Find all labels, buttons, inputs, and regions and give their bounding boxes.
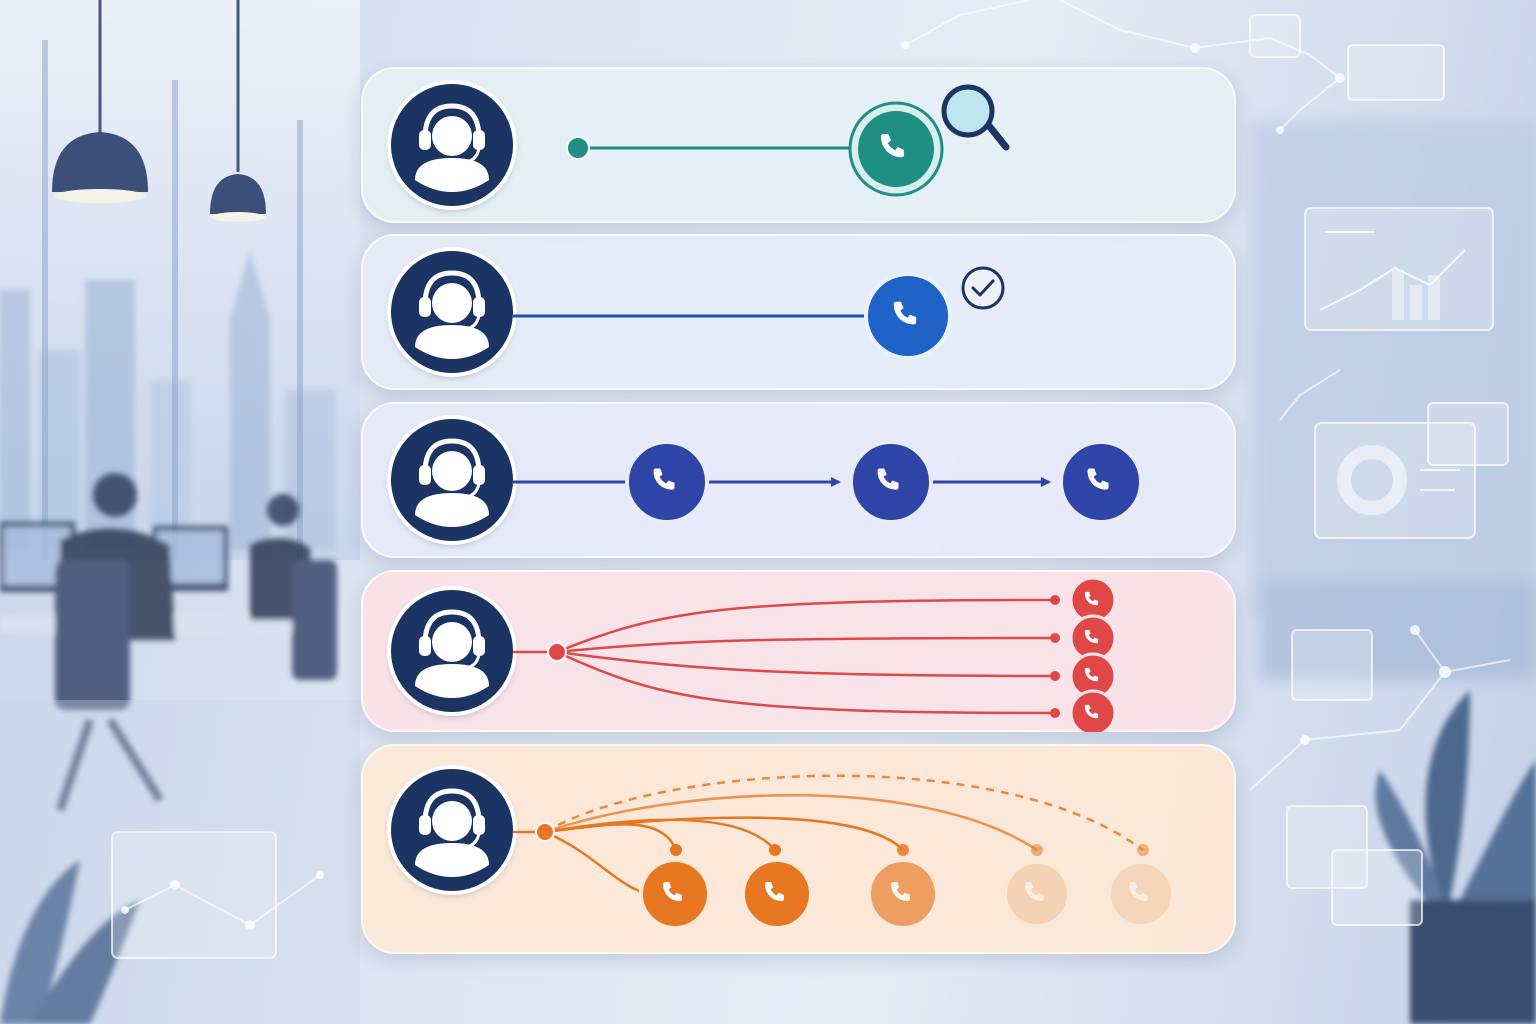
phone-icon [1069, 614, 1117, 662]
network-lines [124, 0, 1511, 927]
phone-icon [1069, 689, 1117, 732]
headset-agent-icon [415, 103, 489, 192]
agent-avatar [391, 590, 513, 712]
phone-icon [849, 440, 933, 524]
office-workers [0, 473, 337, 812]
ceiling-lamps [52, 0, 266, 222]
row-connections [513, 266, 1005, 360]
row-search-call [361, 67, 1236, 223]
row-connections [513, 440, 1143, 524]
plant [1375, 690, 1536, 1024]
fanout-lines [513, 598, 1056, 715]
phone-icon [864, 272, 952, 360]
headset-agent-icon [415, 438, 489, 527]
phone-icon [867, 858, 939, 930]
phone-icon [1059, 440, 1143, 524]
headset-agent-icon [415, 270, 489, 359]
agent-avatar [391, 769, 513, 891]
row-sequential-calls [361, 402, 1236, 558]
phone-icon [848, 101, 944, 197]
row-connections [513, 774, 1175, 930]
fanout-node [535, 822, 555, 842]
headset-agent-icon [415, 609, 489, 698]
fanout-node [547, 642, 567, 662]
row-predictive-calls [361, 744, 1236, 954]
phone-icon [1107, 860, 1175, 928]
row-connections [566, 84, 1010, 197]
headset-agent-icon [415, 788, 489, 877]
check-icon [961, 266, 1005, 310]
row-connections [513, 576, 1117, 732]
phone-icon [639, 858, 711, 930]
search-icon [941, 84, 1010, 151]
row-simultaneous-calls [361, 570, 1236, 732]
start-node [566, 136, 590, 160]
city-skyline [0, 250, 335, 550]
agent-avatar [391, 251, 513, 373]
phone-icon [1003, 860, 1071, 928]
agent-avatar [391, 84, 513, 206]
phone-icon [625, 440, 709, 524]
row-direct-call [361, 234, 1236, 390]
agent-avatar [391, 419, 513, 541]
phone-icon [741, 858, 813, 930]
